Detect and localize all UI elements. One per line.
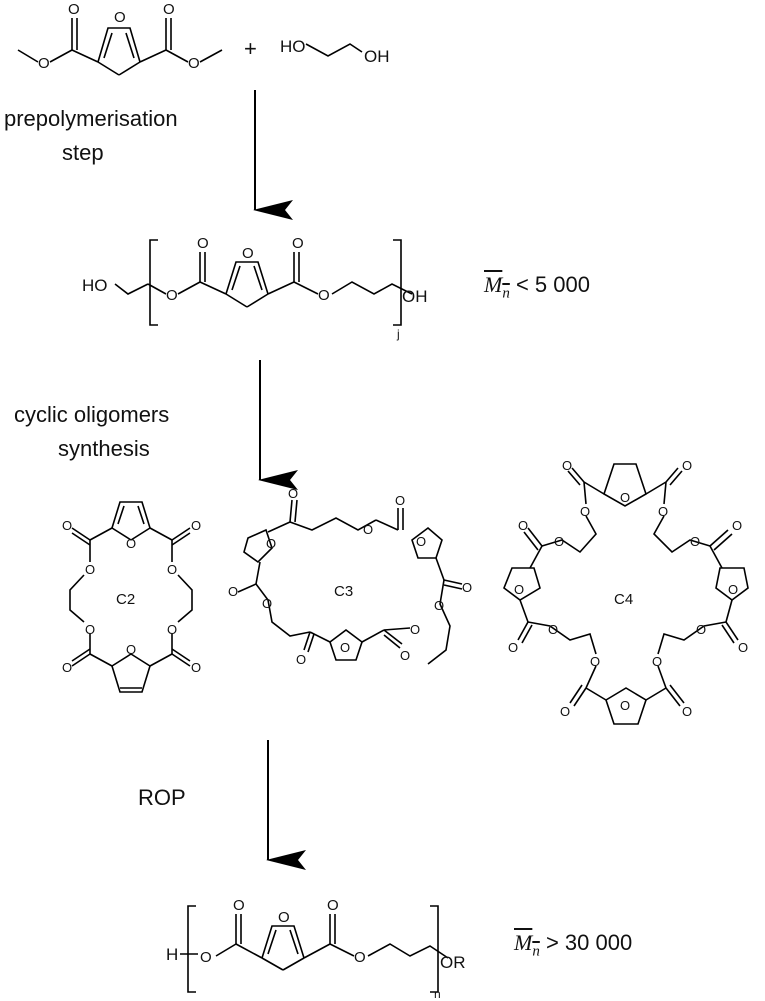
polymer-structure xyxy=(180,905,449,993)
atom-label: O xyxy=(620,490,630,505)
c4-label: C4 xyxy=(614,591,633,608)
prepolymer-molar-mass: Mn < 5 000 xyxy=(484,272,590,302)
atom-label: O xyxy=(580,504,590,519)
rop-label: ROP xyxy=(138,785,186,810)
atom-label: O xyxy=(200,949,212,966)
atom-label: O xyxy=(416,534,426,549)
atom-label: O xyxy=(85,562,95,577)
mn-subscript: n xyxy=(502,285,510,302)
atom-label: O xyxy=(508,640,518,655)
atom-label: O xyxy=(126,536,136,551)
atom-label: O xyxy=(62,518,72,533)
end-group-label: OR xyxy=(440,953,466,972)
prepolymer-atoms: HO O O O O O OH j xyxy=(82,235,428,341)
atom-label: O xyxy=(395,493,405,508)
atom-label: O xyxy=(62,660,72,675)
atom-label: O xyxy=(652,654,662,669)
atom-label: O xyxy=(732,518,742,533)
mn-symbol: M xyxy=(514,930,533,955)
atom-label: O xyxy=(658,504,668,519)
atom-label: O xyxy=(682,704,692,719)
atom-label: O xyxy=(682,458,692,473)
atom-label: O xyxy=(242,245,254,262)
atom-label: O xyxy=(191,518,201,533)
atom-label: O xyxy=(400,648,410,663)
c2-label: C2 xyxy=(116,591,135,608)
atom-label: O xyxy=(318,287,330,304)
atom-label: O xyxy=(166,287,178,304)
repeat-subscript: j xyxy=(396,327,400,341)
atom-label: O xyxy=(167,622,177,637)
atom-label: O xyxy=(296,652,306,667)
atom-label: O xyxy=(262,596,272,611)
atom-label: O xyxy=(620,698,630,713)
atom-label: O xyxy=(462,580,472,595)
atom-label: O xyxy=(590,654,600,669)
cyclic-dimer-c2-atoms: O O O O O O O O O O C2 xyxy=(62,518,201,675)
atom-label: O xyxy=(126,642,136,657)
atom-label: O xyxy=(560,704,570,719)
polymer-atoms: H O O O O O OR n xyxy=(166,897,466,1001)
polymer-molar-mass: Mn > 30 000 xyxy=(514,930,632,960)
atom-label: O xyxy=(38,55,50,72)
atom-label: O xyxy=(292,235,304,252)
atom-label: O xyxy=(233,897,245,914)
atom-label: O xyxy=(68,1,80,18)
cyclic-trimer-c3-atoms: O O O O O O O O O O O O O C3 xyxy=(228,486,472,667)
atom-label: O xyxy=(340,640,350,655)
hydroxyl-label: HO xyxy=(280,37,306,56)
atom-label: O xyxy=(191,660,201,675)
atom-label: O xyxy=(163,1,175,18)
atom-label: O xyxy=(738,640,748,655)
ethylene-glycol-structure: HO OH xyxy=(280,37,390,66)
atom-label: O xyxy=(548,622,558,637)
cyclic-synthesis-label-line2: synthesis xyxy=(58,436,150,461)
cyclic-tetramer-c4-atoms: O O O O O O O O O O O O O O O O O O O O … xyxy=(508,458,748,719)
atom-label: O xyxy=(410,622,420,637)
atom-label: O xyxy=(278,909,290,926)
prepolymerisation-label: prepolymerisation xyxy=(4,106,178,131)
mn-value: > 30 000 xyxy=(545,930,633,955)
end-group-label: H xyxy=(166,945,178,964)
cyclic-synthesis-label: cyclic oligomers xyxy=(14,402,170,427)
hydroxyl-label: OH xyxy=(364,47,390,66)
prepolymerisation-label-line2: step xyxy=(62,140,104,165)
atom-label: O xyxy=(228,584,238,599)
atom-label: O xyxy=(514,582,524,597)
atom-label: O xyxy=(518,518,528,533)
atom-label: O xyxy=(288,486,298,501)
cyclic-trimer-c3-structure xyxy=(237,499,463,665)
atom-label: O xyxy=(690,534,700,549)
atom-label: O xyxy=(354,949,366,966)
atom-label: O xyxy=(167,562,177,577)
atom-label: O xyxy=(197,235,209,252)
dimethyl-furandicarboxylate-atoms: O O O O O xyxy=(38,1,200,72)
atom-label: O xyxy=(554,534,564,549)
plus-sign: + xyxy=(244,36,257,61)
mn-subscript: n xyxy=(532,943,540,960)
atom-label: O xyxy=(188,55,200,72)
atom-label: O xyxy=(266,536,276,551)
atom-label: O xyxy=(114,9,126,26)
cyclic-dimer-c2-structure xyxy=(69,501,193,693)
atom-label: O xyxy=(434,598,444,613)
atom-label: O xyxy=(562,458,572,473)
repeat-subscript: n xyxy=(434,987,441,1001)
c3-label: C3 xyxy=(334,583,353,600)
atom-label: O xyxy=(327,897,339,914)
dimethyl-furandicarboxylate-structure xyxy=(17,18,223,76)
mn-symbol: M xyxy=(484,272,503,297)
hydroxyl-label: HO xyxy=(82,276,108,295)
hydroxyl-label: OH xyxy=(402,287,428,306)
atom-label: O xyxy=(363,522,373,537)
atom-label: O xyxy=(85,622,95,637)
atom-label: O xyxy=(696,622,706,637)
atom-label: O xyxy=(728,582,738,597)
cyclic-tetramer-c4-structure xyxy=(503,463,749,725)
mn-value: < 5 000 xyxy=(515,272,590,297)
prepolymer-structure xyxy=(114,239,413,326)
